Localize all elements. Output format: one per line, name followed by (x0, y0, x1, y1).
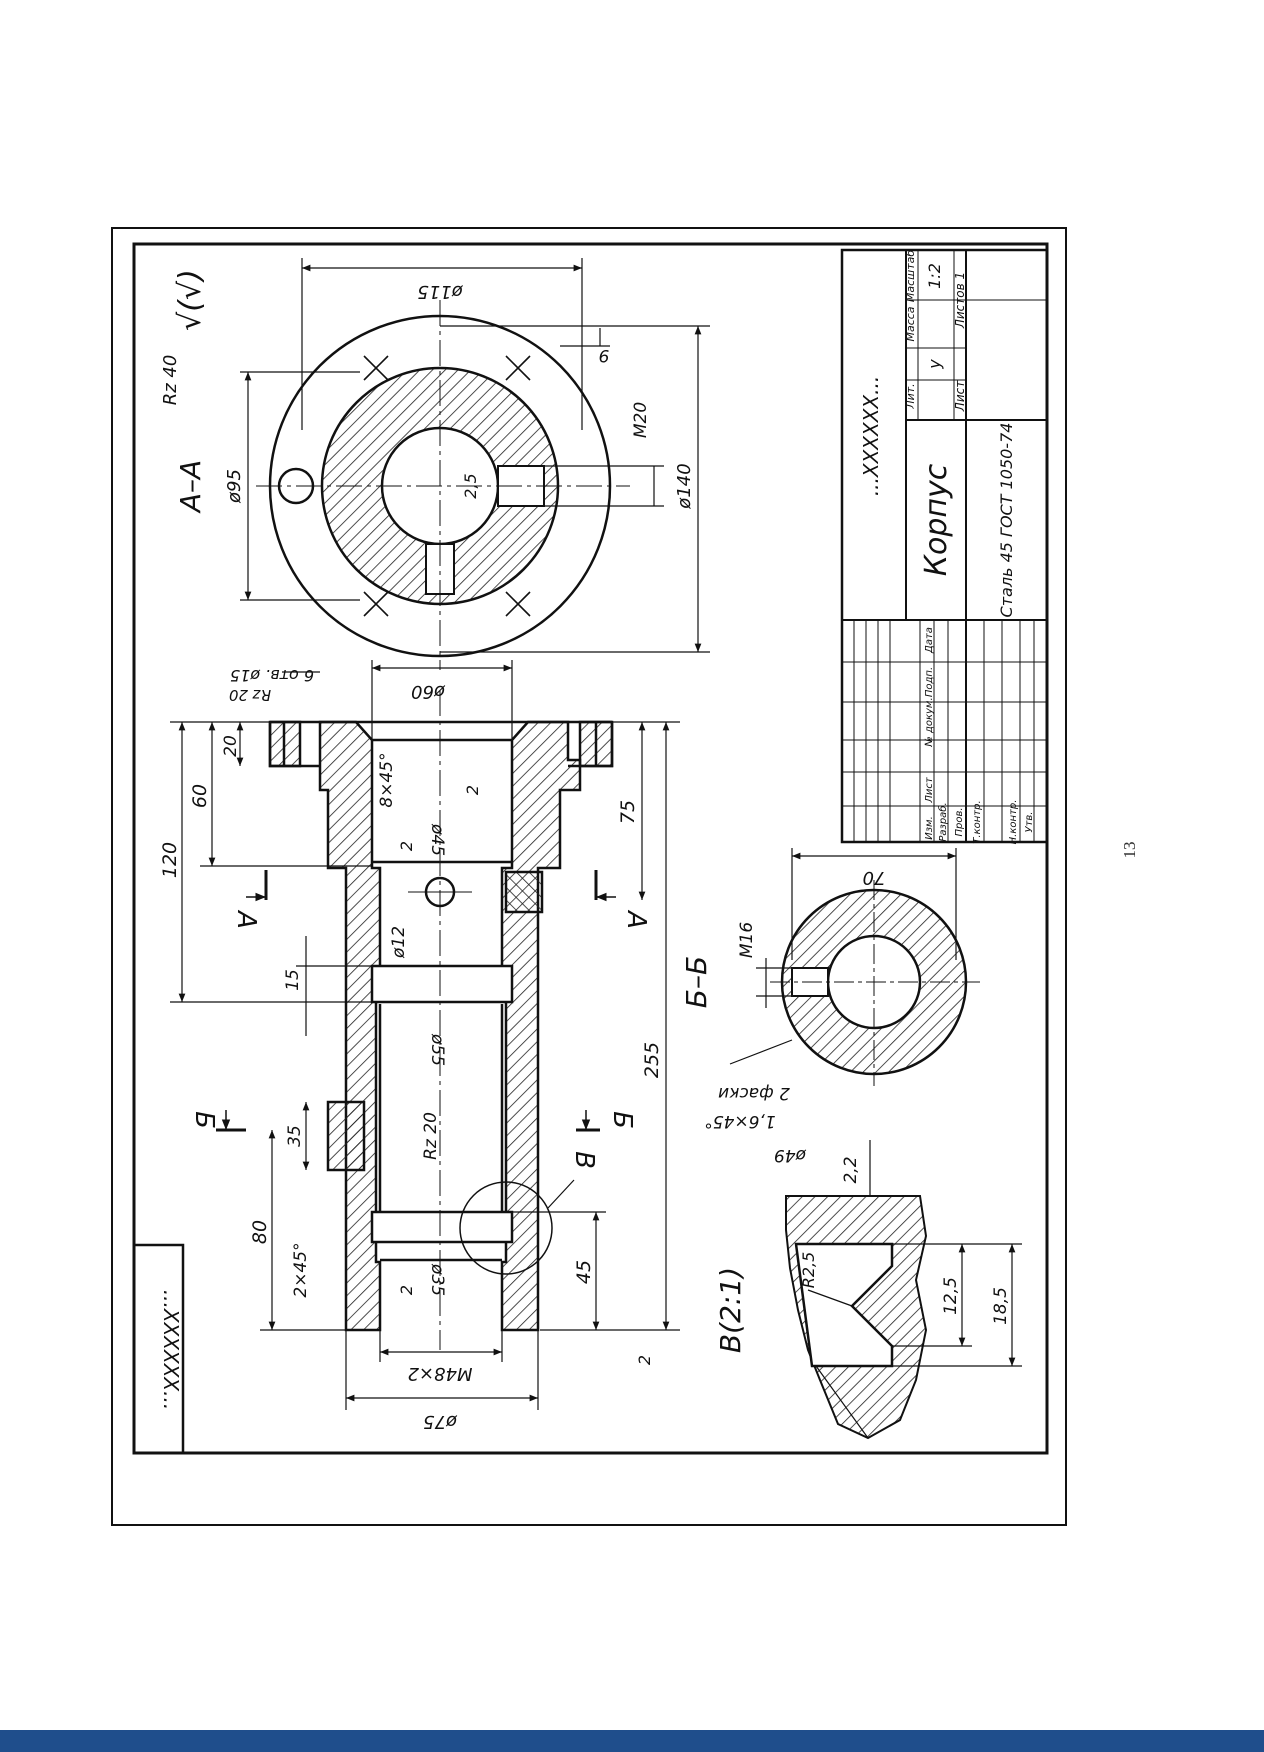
col-change: Изм. (924, 816, 935, 840)
lit-value: у (925, 359, 944, 370)
page-number: 13 (1120, 841, 1139, 859)
roughness-general-sign: √(√) (173, 269, 208, 331)
section-aa-view (256, 300, 630, 670)
roughness-r2-d: 2 (635, 1355, 654, 1365)
dim-45: 45 (573, 1260, 595, 1284)
cut-b-left: Б (189, 1111, 219, 1129)
detail-b-mark: В (569, 1151, 599, 1169)
dim-m16: M16 (737, 922, 757, 958)
title-block (840, 248, 1049, 844)
dim-12-5: 12,5 (941, 1277, 961, 1315)
cut-b-right: Б (607, 1111, 637, 1129)
section-bb-view (770, 880, 980, 1086)
col-sheet: Лист (924, 776, 935, 804)
dim-holes: 6 отв. ø15 (230, 666, 314, 685)
dim-75: 75 (617, 800, 639, 824)
section-aa-title: А–А (174, 460, 207, 514)
dim-120: 120 (159, 842, 181, 878)
col-sign: Подп. (924, 667, 935, 697)
part-name: Корпус (919, 463, 954, 576)
section-aa-dimensions (240, 258, 710, 653)
roughness-bore: Rz 20 (421, 1112, 441, 1160)
dim-80: 80 (249, 1220, 271, 1244)
dim-255: 255 (641, 1042, 663, 1078)
dim-8x45: 8×45° (377, 752, 397, 807)
dim-r2-5: R2,5 (799, 1252, 818, 1289)
dim-1-6x45: 1,6×45° (704, 1111, 775, 1131)
roughness-r2-c: 2 (397, 1285, 416, 1295)
dim-d45: ø45 (427, 823, 447, 856)
dim-d75: ø75 (423, 1411, 458, 1432)
dim-d35: ø35 (427, 1263, 447, 1296)
mass-label: Масса (904, 306, 917, 341)
material-spec: Сталь 45 ГОСТ 1050-74 (997, 423, 1016, 618)
dim-d60: ø60 (411, 681, 446, 702)
row-approved: Утв. (1024, 812, 1035, 833)
row-tcontrol: Т.контр. (972, 800, 983, 843)
scale-label: Масштаб (904, 250, 917, 302)
roughness-detail: 2,2 (841, 1156, 861, 1183)
dim-35: 35 (285, 1125, 305, 1147)
roughness-top: Rz 20 (229, 686, 271, 704)
section-bb-title: Б–Б (680, 956, 713, 1008)
dim-d95: ø95 (224, 469, 245, 504)
dim-d49: ø49 (774, 1145, 807, 1165)
drawing-frame (111, 227, 1067, 1526)
main-dimension-lines (170, 660, 680, 1410)
dim-2-5: 2,5 (461, 473, 480, 498)
dim-m20: M20 (631, 402, 651, 438)
detail-b-circle (459, 1181, 553, 1275)
roughness-r2-b: 2 (397, 841, 416, 851)
sheet-label: Лист (953, 380, 967, 412)
roughness-r2-a: 2 (463, 785, 482, 795)
corner-stamp: ...XXXXXX... (132, 1243, 185, 1455)
detail-b-view (785, 1195, 928, 1440)
col-date: Дата (924, 627, 935, 654)
dim-d12: ø12 (389, 926, 409, 959)
title-block-text: ...XXXXXX... Корпус Сталь 45 ГОСТ 1050-7… (859, 250, 1035, 845)
cutting-plane-b (216, 1110, 600, 1132)
dim-60: 60 (189, 784, 211, 808)
dim-2x45: 2×45° (291, 1242, 311, 1297)
corner-stamp-text: ...XXXXXX... (159, 1290, 183, 1410)
row-checked: Пров. (954, 807, 965, 836)
cutting-plane-a (246, 870, 616, 902)
sheets-label: Листов 1 (953, 272, 967, 329)
col-doc: № докум. (924, 697, 935, 747)
row-ncontrol: Н.контр. (1008, 800, 1019, 845)
cut-a-right: А (621, 909, 651, 929)
bottom-color-bar (0, 1730, 1264, 1752)
dim-18-5: 18,5 (991, 1287, 1011, 1325)
dim-d115: ø115 (417, 281, 463, 302)
cut-a-left: А (231, 909, 261, 929)
row-developed: Разраб. (937, 802, 949, 841)
dim-20: 20 (221, 735, 241, 757)
dim-m48: M48×2 (408, 1363, 473, 1384)
title-block-code: ...XXXXXX... (859, 376, 883, 496)
dim-15: 15 (283, 969, 303, 991)
dim-two-chamfers: 2 фаски (718, 1083, 790, 1103)
roughness-general: Rz 40 (160, 355, 181, 406)
detail-b-dimensions (807, 1140, 1022, 1367)
section-bb-dimensions (729, 848, 957, 1065)
dim-70: 70 (863, 867, 886, 888)
lit-label: Лит. (904, 383, 917, 409)
dim-d140: ø140 (674, 463, 695, 509)
detail-b-title: В(2:1) (714, 1267, 747, 1353)
main-section-view (268, 690, 614, 1350)
dim-d55: ø55 (427, 1033, 447, 1066)
scale-value: 1:2 (925, 263, 944, 289)
dim-9: 9 (599, 345, 610, 365)
